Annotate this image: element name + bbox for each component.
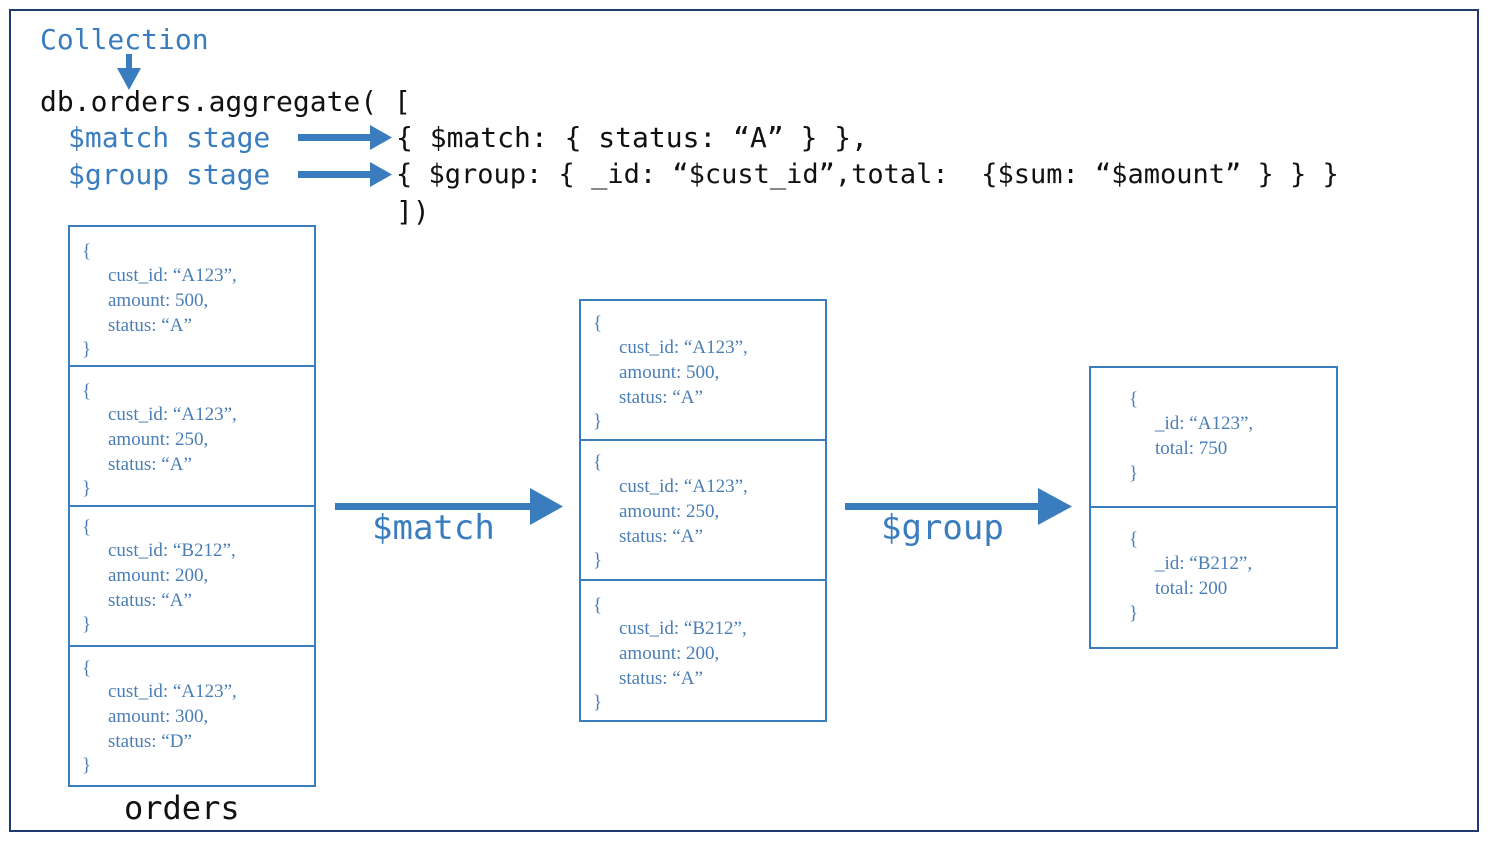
doc-field-cust-id: cust_id: “A123”, [108, 404, 237, 425]
group-stage-label: $group stage [68, 158, 271, 191]
doc-field-status: status: “A” [108, 590, 192, 611]
doc-field-amount: amount: 200, [619, 643, 720, 664]
aggregate-closing: ]) [396, 195, 430, 228]
doc-field-cust-id: cust_id: “A123”, [108, 681, 237, 702]
doc-field-amount: amount: 250, [619, 501, 720, 522]
doc-field-id: _id: “B212”, [1155, 553, 1253, 574]
doc-field-status: status: “A” [108, 315, 192, 336]
doc-field-id: _id: “A123”, [1155, 413, 1254, 434]
doc-open-brace: { [82, 241, 92, 262]
doc-close-brace: } [82, 755, 92, 776]
doc-field-cust-id: cust_id: “A123”, [619, 337, 748, 358]
matched-doc: { cust_id: “A123”, amount: 250, status: … [579, 439, 827, 581]
match-stage-arrow-icon [298, 125, 392, 150]
doc-field-amount: amount: 300, [108, 706, 209, 727]
orders-doc: { cust_id: “A123”, amount: 500, status: … [68, 225, 316, 367]
doc-field-status: status: “A” [619, 668, 703, 689]
doc-close-brace: } [1129, 603, 1139, 624]
orders-doc: { cust_id: “B212”, amount: 200, status: … [68, 505, 316, 647]
doc-field-status: status: “A” [108, 454, 192, 475]
doc-field-cust-id: cust_id: “B212”, [619, 618, 747, 639]
doc-field-total: total: 750 [1155, 438, 1228, 459]
doc-field-total: total: 200 [1155, 578, 1228, 599]
orders-collection-label: orders [124, 789, 240, 827]
doc-open-brace: { [593, 452, 603, 473]
group-pipeline-arrow-icon [845, 488, 1072, 525]
match-arrow-label: $match [372, 508, 495, 548]
matched-doc: { cust_id: “A123”, amount: 500, status: … [579, 299, 827, 441]
grouped-doc: { _id: “B212”, total: 200 } [1089, 506, 1338, 649]
doc-field-status: status: “D” [108, 731, 192, 752]
match-pipeline-arrow-icon [335, 488, 563, 525]
match-stage-code: { $match: { status: “A” } }, [396, 121, 869, 154]
doc-close-brace: } [593, 550, 603, 571]
doc-open-brace: { [82, 517, 92, 538]
doc-field-cust-id: cust_id: “B212”, [108, 540, 236, 561]
doc-close-brace: } [593, 692, 603, 713]
matched-doc: { cust_id: “B212”, amount: 200, status: … [579, 579, 827, 722]
doc-field-cust-id: cust_id: “A123”, [108, 265, 237, 286]
collection-label: Collection [40, 23, 209, 56]
doc-close-brace: } [82, 478, 92, 499]
doc-field-status: status: “A” [619, 526, 703, 547]
doc-open-brace: { [593, 595, 603, 616]
doc-close-brace: } [1129, 463, 1139, 484]
group-arrow-label: $group [881, 508, 1004, 548]
doc-open-brace: { [82, 381, 92, 402]
orders-doc: { cust_id: “A123”, amount: 300, status: … [68, 645, 316, 787]
doc-open-brace: { [1129, 529, 1139, 550]
doc-field-cust-id: cust_id: “A123”, [619, 476, 748, 497]
grouped-doc: { _id: “A123”, total: 750 } [1089, 366, 1338, 508]
doc-close-brace: } [82, 339, 92, 360]
doc-open-brace: { [82, 658, 92, 679]
doc-field-amount: amount: 500, [108, 290, 209, 311]
doc-close-brace: } [82, 614, 92, 635]
aggregate-call: db.orders.aggregate( [ [40, 85, 411, 118]
match-stage-label: $match stage [68, 121, 271, 154]
collection-down-arrow-icon [117, 54, 141, 90]
doc-open-brace: { [1129, 389, 1139, 410]
doc-open-brace: { [593, 313, 603, 334]
doc-field-amount: amount: 250, [108, 429, 209, 450]
doc-field-amount: amount: 500, [619, 362, 720, 383]
doc-field-status: status: “A” [619, 387, 703, 408]
doc-field-amount: amount: 200, [108, 565, 209, 586]
doc-close-brace: } [593, 411, 603, 432]
group-stage-code: { $group: { _id: “$cust_id”,total: {$sum… [396, 159, 1339, 190]
orders-doc: { cust_id: “A123”, amount: 250, status: … [68, 365, 316, 507]
group-stage-arrow-icon [298, 162, 392, 187]
